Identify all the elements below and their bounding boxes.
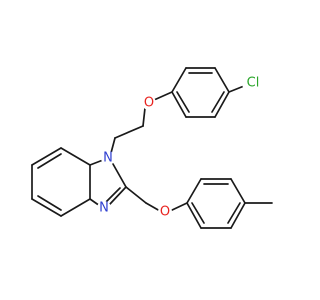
bond xyxy=(145,202,161,212)
label-background xyxy=(142,96,156,110)
bond xyxy=(142,107,146,127)
bond xyxy=(31,147,62,166)
label-background xyxy=(242,73,262,93)
bond xyxy=(169,202,188,212)
bond xyxy=(227,202,241,224)
imidazole-n1-label: N xyxy=(103,151,113,166)
bond xyxy=(31,198,62,217)
bond xyxy=(214,67,230,93)
bond xyxy=(186,202,202,229)
bond xyxy=(109,186,127,205)
bond xyxy=(60,198,91,217)
ether-oxygen-bottom-label: O xyxy=(160,205,170,220)
bond xyxy=(37,195,62,211)
bond xyxy=(89,159,104,166)
bond xyxy=(112,163,127,188)
molecule-structure: Cl O N N O xyxy=(31,67,273,229)
bond xyxy=(125,186,147,204)
bonds xyxy=(31,67,273,229)
bond xyxy=(176,91,190,113)
ether-oxygen-top-label: O xyxy=(144,96,154,111)
bond xyxy=(230,202,246,229)
bond xyxy=(153,91,173,101)
imidazole-n3-label: N xyxy=(99,201,109,216)
bond xyxy=(171,91,187,118)
bond xyxy=(214,91,230,118)
atom-labels: Cl O N N O xyxy=(97,73,262,220)
bond xyxy=(114,125,144,139)
bond xyxy=(230,178,246,204)
bond xyxy=(211,91,225,113)
bond xyxy=(191,202,205,224)
bond xyxy=(105,187,121,203)
bond xyxy=(171,67,187,93)
label-background xyxy=(97,201,111,215)
bond xyxy=(110,137,116,154)
chlorine-label: Cl xyxy=(247,76,260,91)
bond xyxy=(60,147,91,166)
label-background xyxy=(158,205,172,219)
bond xyxy=(37,153,62,169)
bond xyxy=(186,178,202,204)
label-background xyxy=(101,151,115,165)
bond xyxy=(228,85,245,93)
